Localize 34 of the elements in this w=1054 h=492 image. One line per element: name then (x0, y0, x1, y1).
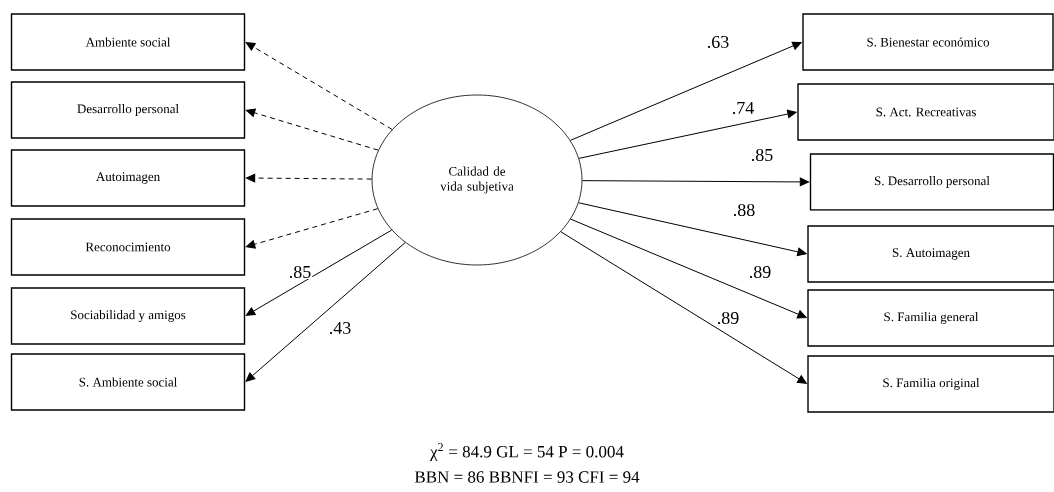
arrow (245, 242, 406, 382)
variable-box: Ambiente social (10, 13, 246, 71)
variable-box: S. Bienestar económico (802, 13, 1054, 71)
arrow (570, 218, 807, 319)
variable-box: Sociabilidad y amigos (10, 287, 246, 345)
variable-box: S. Familia general (807, 289, 1054, 347)
edge-label: .89 (747, 264, 773, 280)
edge-label: .88 (731, 202, 757, 218)
edge-label: .63 (705, 34, 731, 50)
arrow (581, 177, 810, 187)
variable-box: Desarrollo personal (10, 81, 246, 139)
arrow (245, 173, 373, 183)
variable-box: S. Autoimagen (807, 225, 1054, 283)
fit-statistics: χ$^{2}$ = 84.9 GL = 54 P = 0.004 (430, 443, 624, 461)
variable-box: S. Act. Recreativas (797, 83, 1054, 141)
variable-box: S. Familia original (807, 355, 1054, 413)
arrow (245, 42, 393, 130)
arrow (245, 108, 379, 151)
edge-label: .89 (715, 310, 741, 326)
variable-box: Autoimagen (10, 149, 246, 207)
arrow (578, 109, 797, 159)
arrow (569, 41, 802, 141)
fit-statistics: BBN = 86 BBNFI = 93 CFI = 94 (414, 471, 640, 483)
arrow (245, 208, 379, 249)
variable-box: S. Desarrollo personal (809, 153, 1054, 211)
edge-label: .43 (327, 320, 353, 336)
edge-label: .74 (730, 100, 756, 116)
edge-label: .85 (287, 264, 313, 280)
variable-box: S. Ambiente social (10, 353, 246, 411)
arrow (560, 231, 807, 384)
arrow (578, 202, 807, 257)
edge-label: .85 (749, 147, 775, 163)
arrow (245, 229, 393, 316)
variable-box: Reconocimiento (10, 218, 246, 276)
